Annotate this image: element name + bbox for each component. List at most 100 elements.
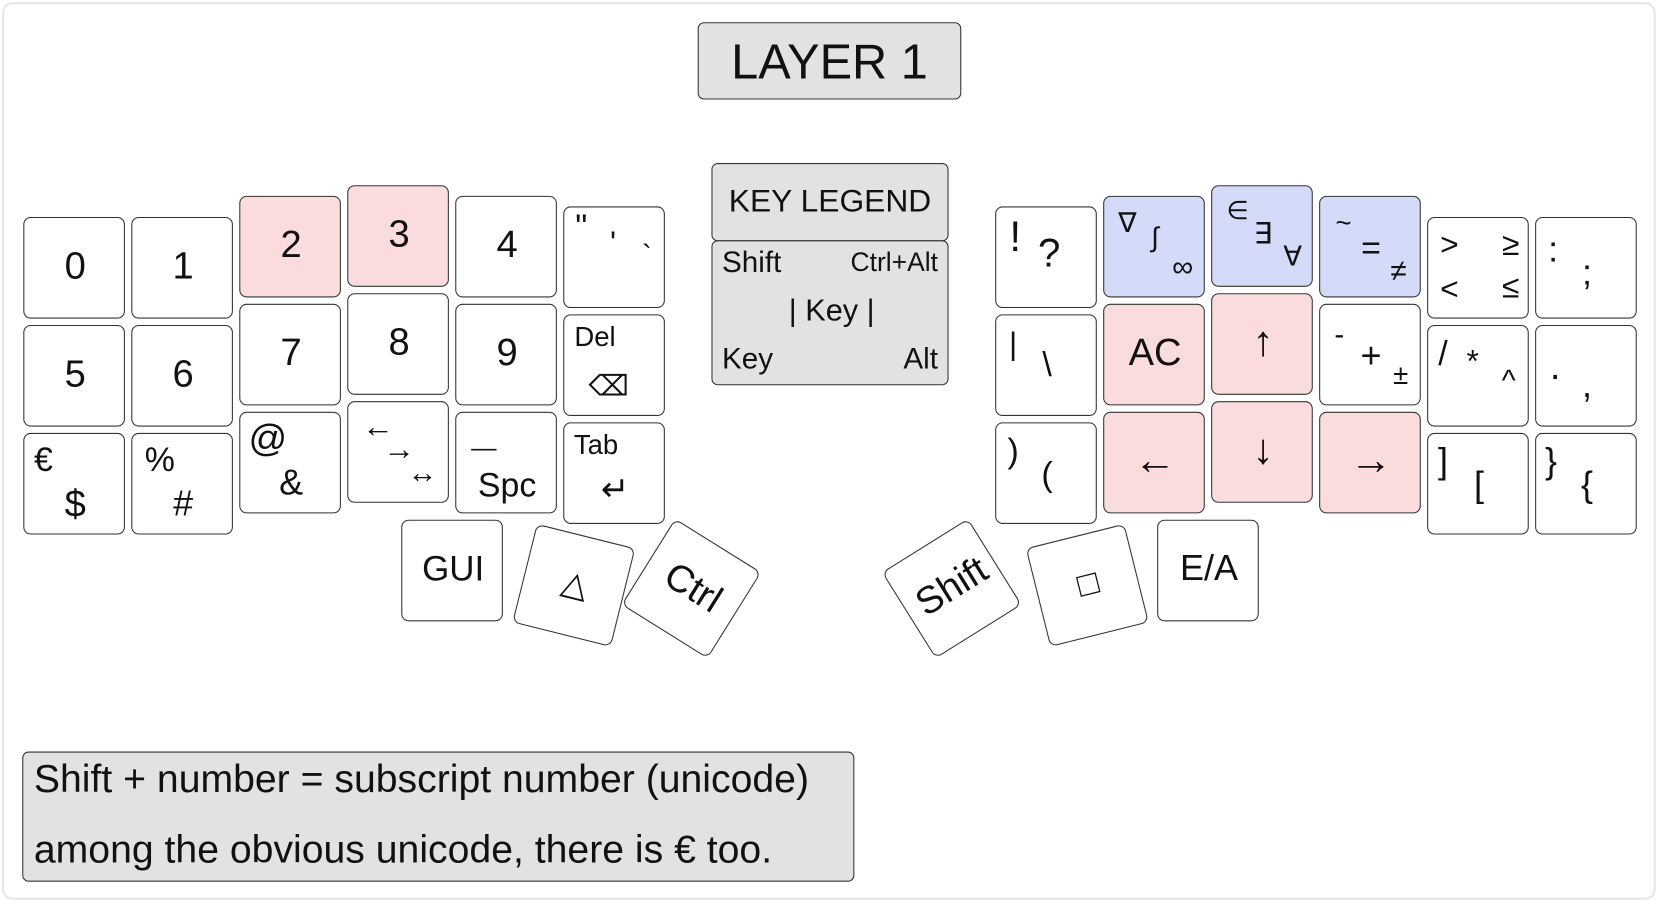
key-label: GUI [422, 548, 485, 588]
key-label: 3 [388, 211, 410, 256]
key-label: ∀ [1283, 240, 1303, 273]
key-label: ' [609, 225, 617, 261]
key-excl: !? [995, 206, 1097, 309]
key-label: $ [64, 481, 86, 526]
key-label: 1 [172, 243, 194, 287]
key-label: ∈ [1226, 196, 1249, 226]
key-ac: AC [1103, 303, 1205, 406]
key-label: @ [248, 415, 288, 460]
key-label: & [279, 462, 304, 503]
key-6: 6 [131, 324, 233, 427]
key-label: 6 [172, 351, 194, 395]
key-nabla: ∇∫∞ [1103, 195, 1205, 298]
key-label: | [1009, 327, 1018, 363]
legend-alt-label: Alt [903, 341, 939, 375]
key-label: ∫ [1151, 221, 1159, 253]
key-label: → [383, 431, 416, 467]
key-label: ∇ [1118, 206, 1137, 239]
key-label: > [1440, 227, 1459, 263]
key-up: ↑ [1211, 293, 1313, 395]
key-label: } [1544, 441, 1558, 482]
key-colon: :; [1535, 216, 1637, 319]
key-label: 5 [64, 351, 86, 395]
key-label: Del [574, 320, 616, 353]
legend-key-center-label: | Key | [788, 294, 875, 329]
key-label: △ [558, 561, 593, 606]
key-label: ← [362, 409, 394, 445]
key-label: 2 [280, 222, 302, 266]
note-line-1: Shift + number = subscript number (unico… [33, 756, 810, 801]
key-label: Spc [477, 465, 537, 504]
key-dot: ., [1535, 324, 1637, 427]
legend-ctrl-alt-label: Ctrl+Alt [850, 247, 939, 278]
key-quotes: " ' ` [563, 206, 665, 309]
key-label: 4 [496, 222, 518, 266]
legend-shift-label: Shift [722, 245, 782, 279]
key-label: . [1549, 344, 1561, 388]
key-label: ! [1009, 213, 1022, 261]
key-percent: %# [131, 432, 233, 535]
key-label: 9 [496, 330, 518, 374]
key-label: ` [641, 239, 652, 273]
key-tilde: ~=≠ [1319, 195, 1421, 298]
key-left: ← [1103, 411, 1205, 514]
key-legend-heading: KEY LEGEND [711, 163, 949, 242]
key-4: 4 [455, 195, 557, 298]
key-label: ≥ [1502, 227, 1520, 263]
key-label: { [1580, 464, 1594, 505]
key-label: ^ [1501, 364, 1516, 397]
key-exists: ∈∃ ∀ [1211, 185, 1313, 287]
key-minus: -+± [1319, 303, 1421, 406]
key-pipe: |\ [995, 314, 1097, 416]
key-label: - [1334, 317, 1345, 351]
key-right: → [1319, 411, 1421, 514]
key-label: ≤ [1502, 269, 1520, 305]
key-9: 9 [455, 303, 557, 406]
key-tab: Tab↵ [563, 422, 665, 524]
key-label: # [173, 483, 194, 524]
key-label: ↓ [1252, 426, 1274, 474]
key-label: ( [1041, 455, 1053, 494]
key-0: 0 [23, 216, 125, 319]
key-brace: }{ [1535, 432, 1637, 535]
key-label: □ [1073, 562, 1103, 605]
key-gui: GUI [401, 519, 503, 622]
key-label: ; [1581, 252, 1592, 294]
key-label: AC [1128, 330, 1182, 374]
key-label: € [33, 440, 53, 479]
legend-key-label: Key [722, 341, 774, 375]
key-label: % [144, 440, 175, 479]
key-label: : [1548, 229, 1559, 270]
key-label: = [1361, 228, 1381, 267]
key-at: @& [239, 411, 341, 514]
key-arrows: ←→↔ [347, 401, 449, 503]
key-euro: €$ [23, 432, 125, 535]
key-7: 7 [239, 303, 341, 406]
key-label: * [1466, 344, 1479, 379]
key-label: ∃ [1253, 216, 1273, 250]
key-2: 2 [239, 195, 341, 298]
key-slash: /*^ [1427, 324, 1529, 427]
key-3: 3 [347, 185, 449, 287]
note-box: Shift + number = subscript number (unico… [22, 751, 855, 882]
key-label: — [471, 433, 497, 463]
key-label: ] [1438, 441, 1449, 482]
key-label: ↔ [407, 456, 438, 490]
key-label: ⌫ [588, 369, 629, 402]
key-5: 5 [23, 324, 125, 427]
key-label: ± [1393, 358, 1409, 391]
key-1: 1 [131, 216, 233, 319]
key-greater: > ≥ < ≤ [1427, 216, 1529, 319]
key-label: < [1440, 272, 1459, 307]
layer-title: LAYER 1 [697, 22, 962, 100]
key-label: 7 [280, 330, 302, 374]
key-label: ↑ [1252, 318, 1274, 366]
key-label: [ [1473, 464, 1485, 505]
key-label: ) [1007, 431, 1019, 470]
key-label: Tab [573, 428, 619, 461]
key-label: Ctrl [656, 552, 731, 621]
key-label: " [575, 207, 588, 246]
key-label: Shift [907, 547, 996, 625]
